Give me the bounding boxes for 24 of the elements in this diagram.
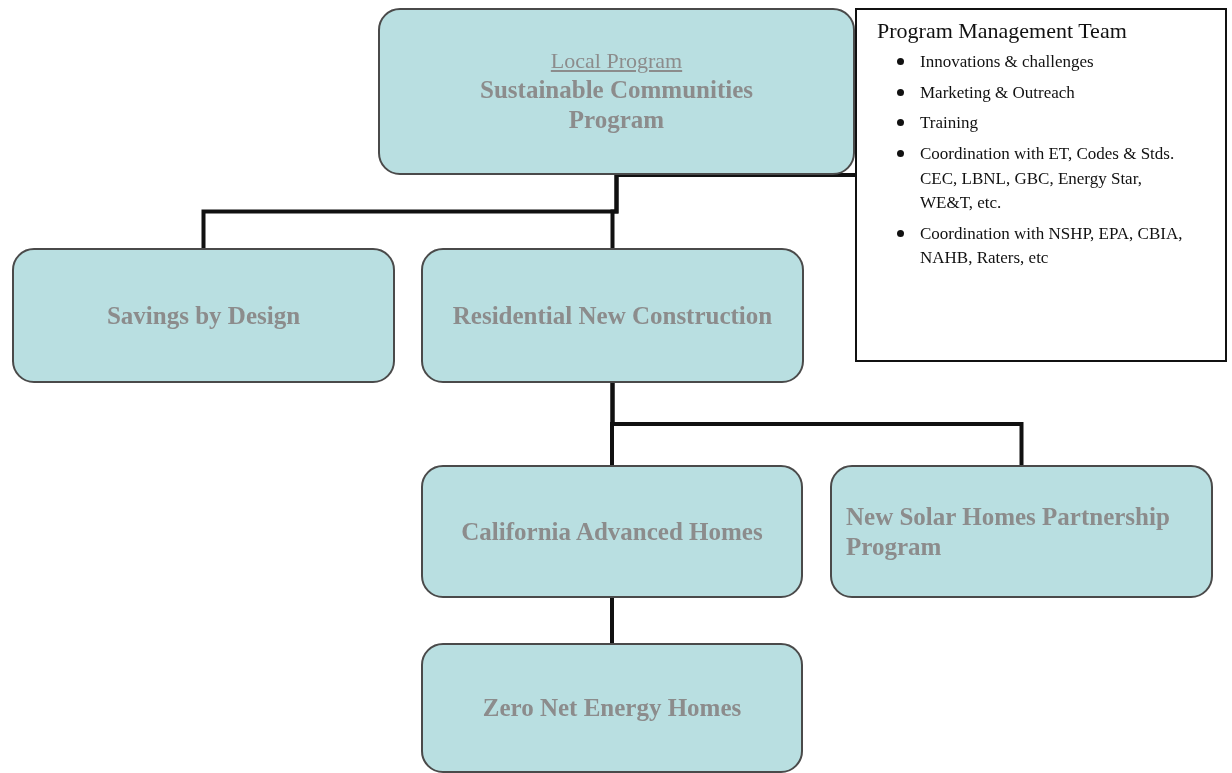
box-title: Sustainable Communities Program — [479, 74, 754, 135]
program-box — [421, 643, 803, 773]
info-panel — [855, 8, 1227, 362]
bullet-text: Coordination with NSHP, EPA, CBIA, NAHB, Raters, etc — [920, 222, 1183, 270]
connector-line — [610, 175, 619, 248]
panel-heading: Program Management Team — [877, 18, 1127, 44]
bullet-text: Marketing & Outreach — [920, 81, 1075, 104]
connector-line — [616, 173, 855, 177]
program-box — [830, 465, 1213, 598]
program-box — [12, 248, 395, 383]
program-box — [421, 248, 804, 383]
bullet-text: Training — [920, 112, 978, 135]
box-title: New Solar Homes Partnership Program — [846, 501, 1171, 562]
box-title: Residential New Construction — [452, 300, 773, 331]
box-title: Savings by Design — [106, 300, 301, 331]
connector-line — [610, 383, 1024, 465]
program-box — [378, 8, 855, 175]
box-title: California Advanced Homes — [461, 516, 763, 547]
box-subtitle: Local Program — [550, 48, 683, 75]
box-title: Zero Net Energy Homes — [482, 693, 742, 723]
bullet-text: Coordination with ET, Codes & Stds. CEC, LBNL, GBC, Energy Star, WE&T, etc. — [920, 142, 1176, 215]
program-box — [421, 465, 803, 598]
bullet-text: Innovations & challenges — [920, 51, 1094, 73]
connector-line — [610, 598, 614, 643]
